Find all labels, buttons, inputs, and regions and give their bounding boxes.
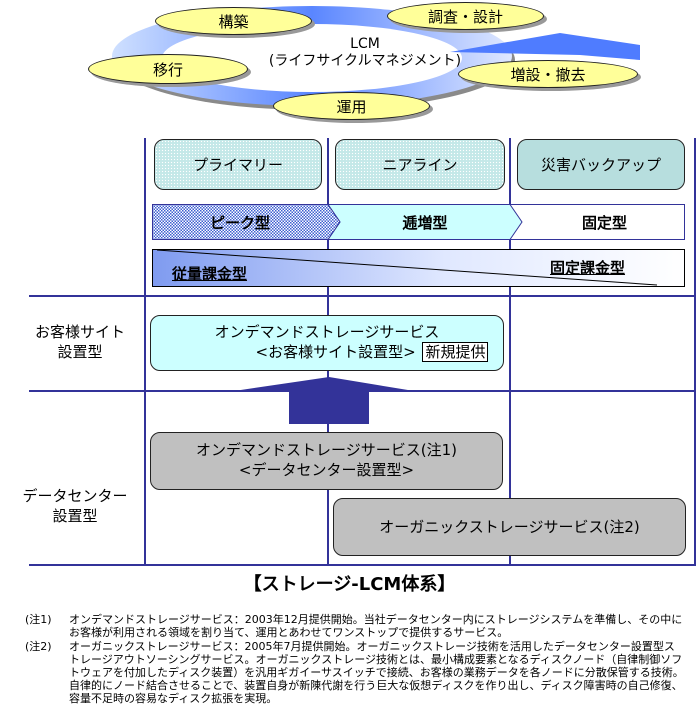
usage-type-fixed: 固定型 [522, 204, 687, 240]
service-organic-storage: オーガニックストレージサービス(注2) [333, 498, 686, 556]
row-label-line: 設置型 [52, 507, 98, 525]
service-name: オーガニックストレージサービス(注2) [379, 518, 640, 536]
phase-label: 調査・設計 [427, 7, 503, 26]
footnote-2: (注2) オーガニックストレージサービス：2005年7月提供開始。オーガニックス… [25, 640, 685, 705]
usage-type-label: 固定型 [581, 213, 627, 232]
billing-fixed: 固定課金型 [550, 259, 626, 277]
row-label-customer-site: お客様サイト 設置型 [20, 322, 140, 362]
footnote-text: オンデマンドストレージサービス：2003年12月提供開始。当社データセンター内に… [69, 613, 683, 639]
grid-hline-3 [29, 564, 696, 566]
phase-label: 構築 [218, 12, 249, 31]
usage-type-bar [152, 204, 685, 240]
phase-label: 移行 [152, 60, 183, 79]
footnote-tag: (注1) [25, 613, 52, 626]
footnote-text: オーガニックストレージサービス：2005年7月提供開始。オーガニックストレージ技… [69, 640, 684, 705]
phase-expand-remove: 増設・撤去 [458, 60, 638, 88]
lcm-title: LCM [350, 36, 380, 52]
service-on-demand-customer-site: オンデマンドストレージサービス <お客様サイト設置型> 新規提供 [150, 315, 504, 371]
phase-survey-design: 調査・設計 [387, 2, 544, 30]
billing-diagonal [156, 249, 658, 286]
stage-primary: プライマリー [154, 139, 322, 190]
grid-vline-4 [694, 138, 696, 566]
service-name: オンデマンドストレージサービス [214, 323, 440, 341]
service-subline: <お客様サイト設置型> 新規提供 [151, 342, 503, 362]
footnotes: (注1) オンデマンドストレージサービス：2003年12月提供開始。当社データセ… [25, 613, 685, 705]
grid-vline-1 [144, 138, 146, 566]
grid-vline-3 [509, 138, 511, 566]
service-variant: <データセンター設置型> [238, 461, 415, 479]
stage-label: 災害バックアップ [540, 156, 661, 174]
stage-label: プライマリー [192, 156, 283, 174]
service-on-demand-datacenter: オンデマンドストレージサービス(注1) <データセンター設置型> [150, 432, 503, 490]
stage-label: ニアライン [382, 156, 458, 174]
diagram-title: 【ストレージ-LCM体系】 [243, 574, 456, 595]
phase-migration: 移行 [88, 54, 248, 84]
phase-label: 運用 [336, 97, 367, 116]
service-variant: <お客様サイト設置型> [255, 343, 416, 361]
usage-segment-peak [152, 204, 341, 240]
billing-bar [152, 249, 685, 287]
new-offering-badge: 新規提供 [422, 342, 489, 362]
phase-build: 構築 [155, 7, 312, 35]
grid-hline-1 [29, 295, 696, 297]
row-label-line: お客様サイト [34, 323, 125, 341]
usage-type-label: 逓増型 [402, 213, 448, 232]
service-name: オンデマンドストレージサービス(注1) [196, 441, 457, 459]
phase-label: 増設・撤去 [510, 65, 586, 84]
row-label-datacenter: データセンター 設置型 [10, 486, 140, 526]
stage-nearline: ニアライン [335, 139, 505, 190]
cycle-arrowhead [450, 33, 640, 60]
usage-type-label: ピーク型 [209, 213, 270, 232]
footnote-1: (注1) オンデマンドストレージサービス：2003年12月提供開始。当社データセ… [25, 613, 685, 639]
up-arrow-icon [234, 377, 414, 424]
usage-type-peak: ピーク型 [152, 204, 328, 240]
footnote-tag: (注2) [25, 640, 52, 653]
phase-operation: 運用 [273, 92, 430, 120]
usage-type-increasing: 逓増型 [340, 204, 510, 240]
stage-disaster-backup: 災害バックアップ [517, 139, 685, 190]
row-label-line: データセンター [22, 487, 128, 505]
row-label-line: 設置型 [57, 343, 103, 361]
billing-metered: 従量課金型 [172, 265, 248, 283]
lcm-subtitle: (ライフサイクルマネジメント) [268, 53, 462, 69]
